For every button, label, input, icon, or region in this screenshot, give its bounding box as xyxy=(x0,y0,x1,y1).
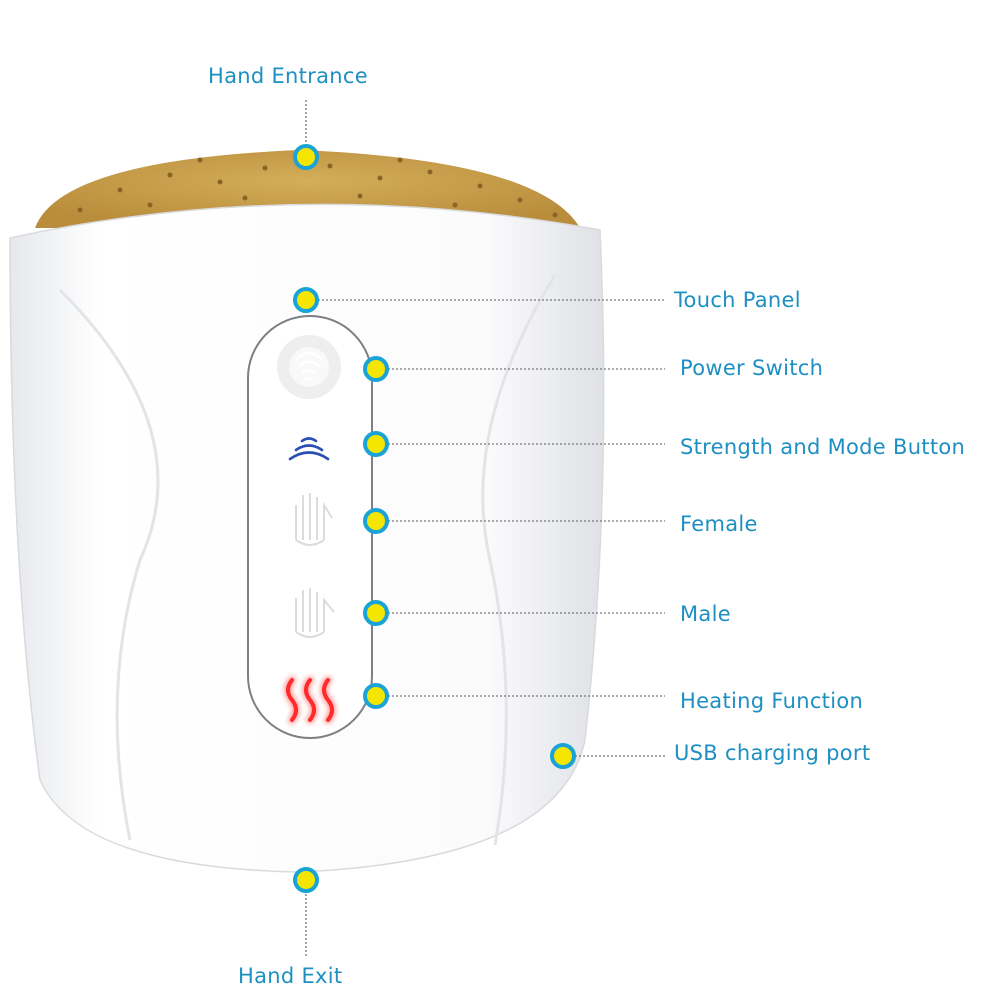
body-contour-left xyxy=(58,288,160,841)
fingerprint-power-icon xyxy=(277,335,341,399)
marker-strength-mode xyxy=(363,431,389,457)
body-contour-right xyxy=(481,274,557,846)
label-usb-port: USB charging port xyxy=(674,741,871,765)
marker-usb xyxy=(550,743,576,769)
marker-heating xyxy=(363,683,389,709)
label-hand-exit: Hand Exit xyxy=(238,964,343,988)
label-hand-entrance: Hand Entrance xyxy=(208,64,368,88)
label-strength-mode: Strength and Mode Button xyxy=(680,435,966,459)
label-power-switch: Power Switch xyxy=(680,356,824,380)
marker-touch-panel xyxy=(293,287,319,313)
label-female: Female xyxy=(680,512,758,536)
marker-power-switch xyxy=(363,356,389,382)
wave-signal-icon xyxy=(288,437,330,461)
inner-pad xyxy=(35,150,580,228)
marker-female xyxy=(363,508,389,534)
marker-male xyxy=(363,600,389,626)
callout-markers xyxy=(293,144,576,893)
male-hand-icon xyxy=(295,588,335,638)
label-touch-panel: Touch Panel xyxy=(674,288,801,312)
pad-dots xyxy=(77,157,558,218)
heat-waves-icon xyxy=(284,676,336,724)
leader-lines xyxy=(305,100,665,958)
marker-hand-exit xyxy=(293,867,319,893)
female-hand-icon xyxy=(295,493,333,546)
label-male: Male xyxy=(680,602,731,626)
marker-hand-entrance xyxy=(293,144,319,170)
label-heating: Heating Function xyxy=(680,689,864,713)
